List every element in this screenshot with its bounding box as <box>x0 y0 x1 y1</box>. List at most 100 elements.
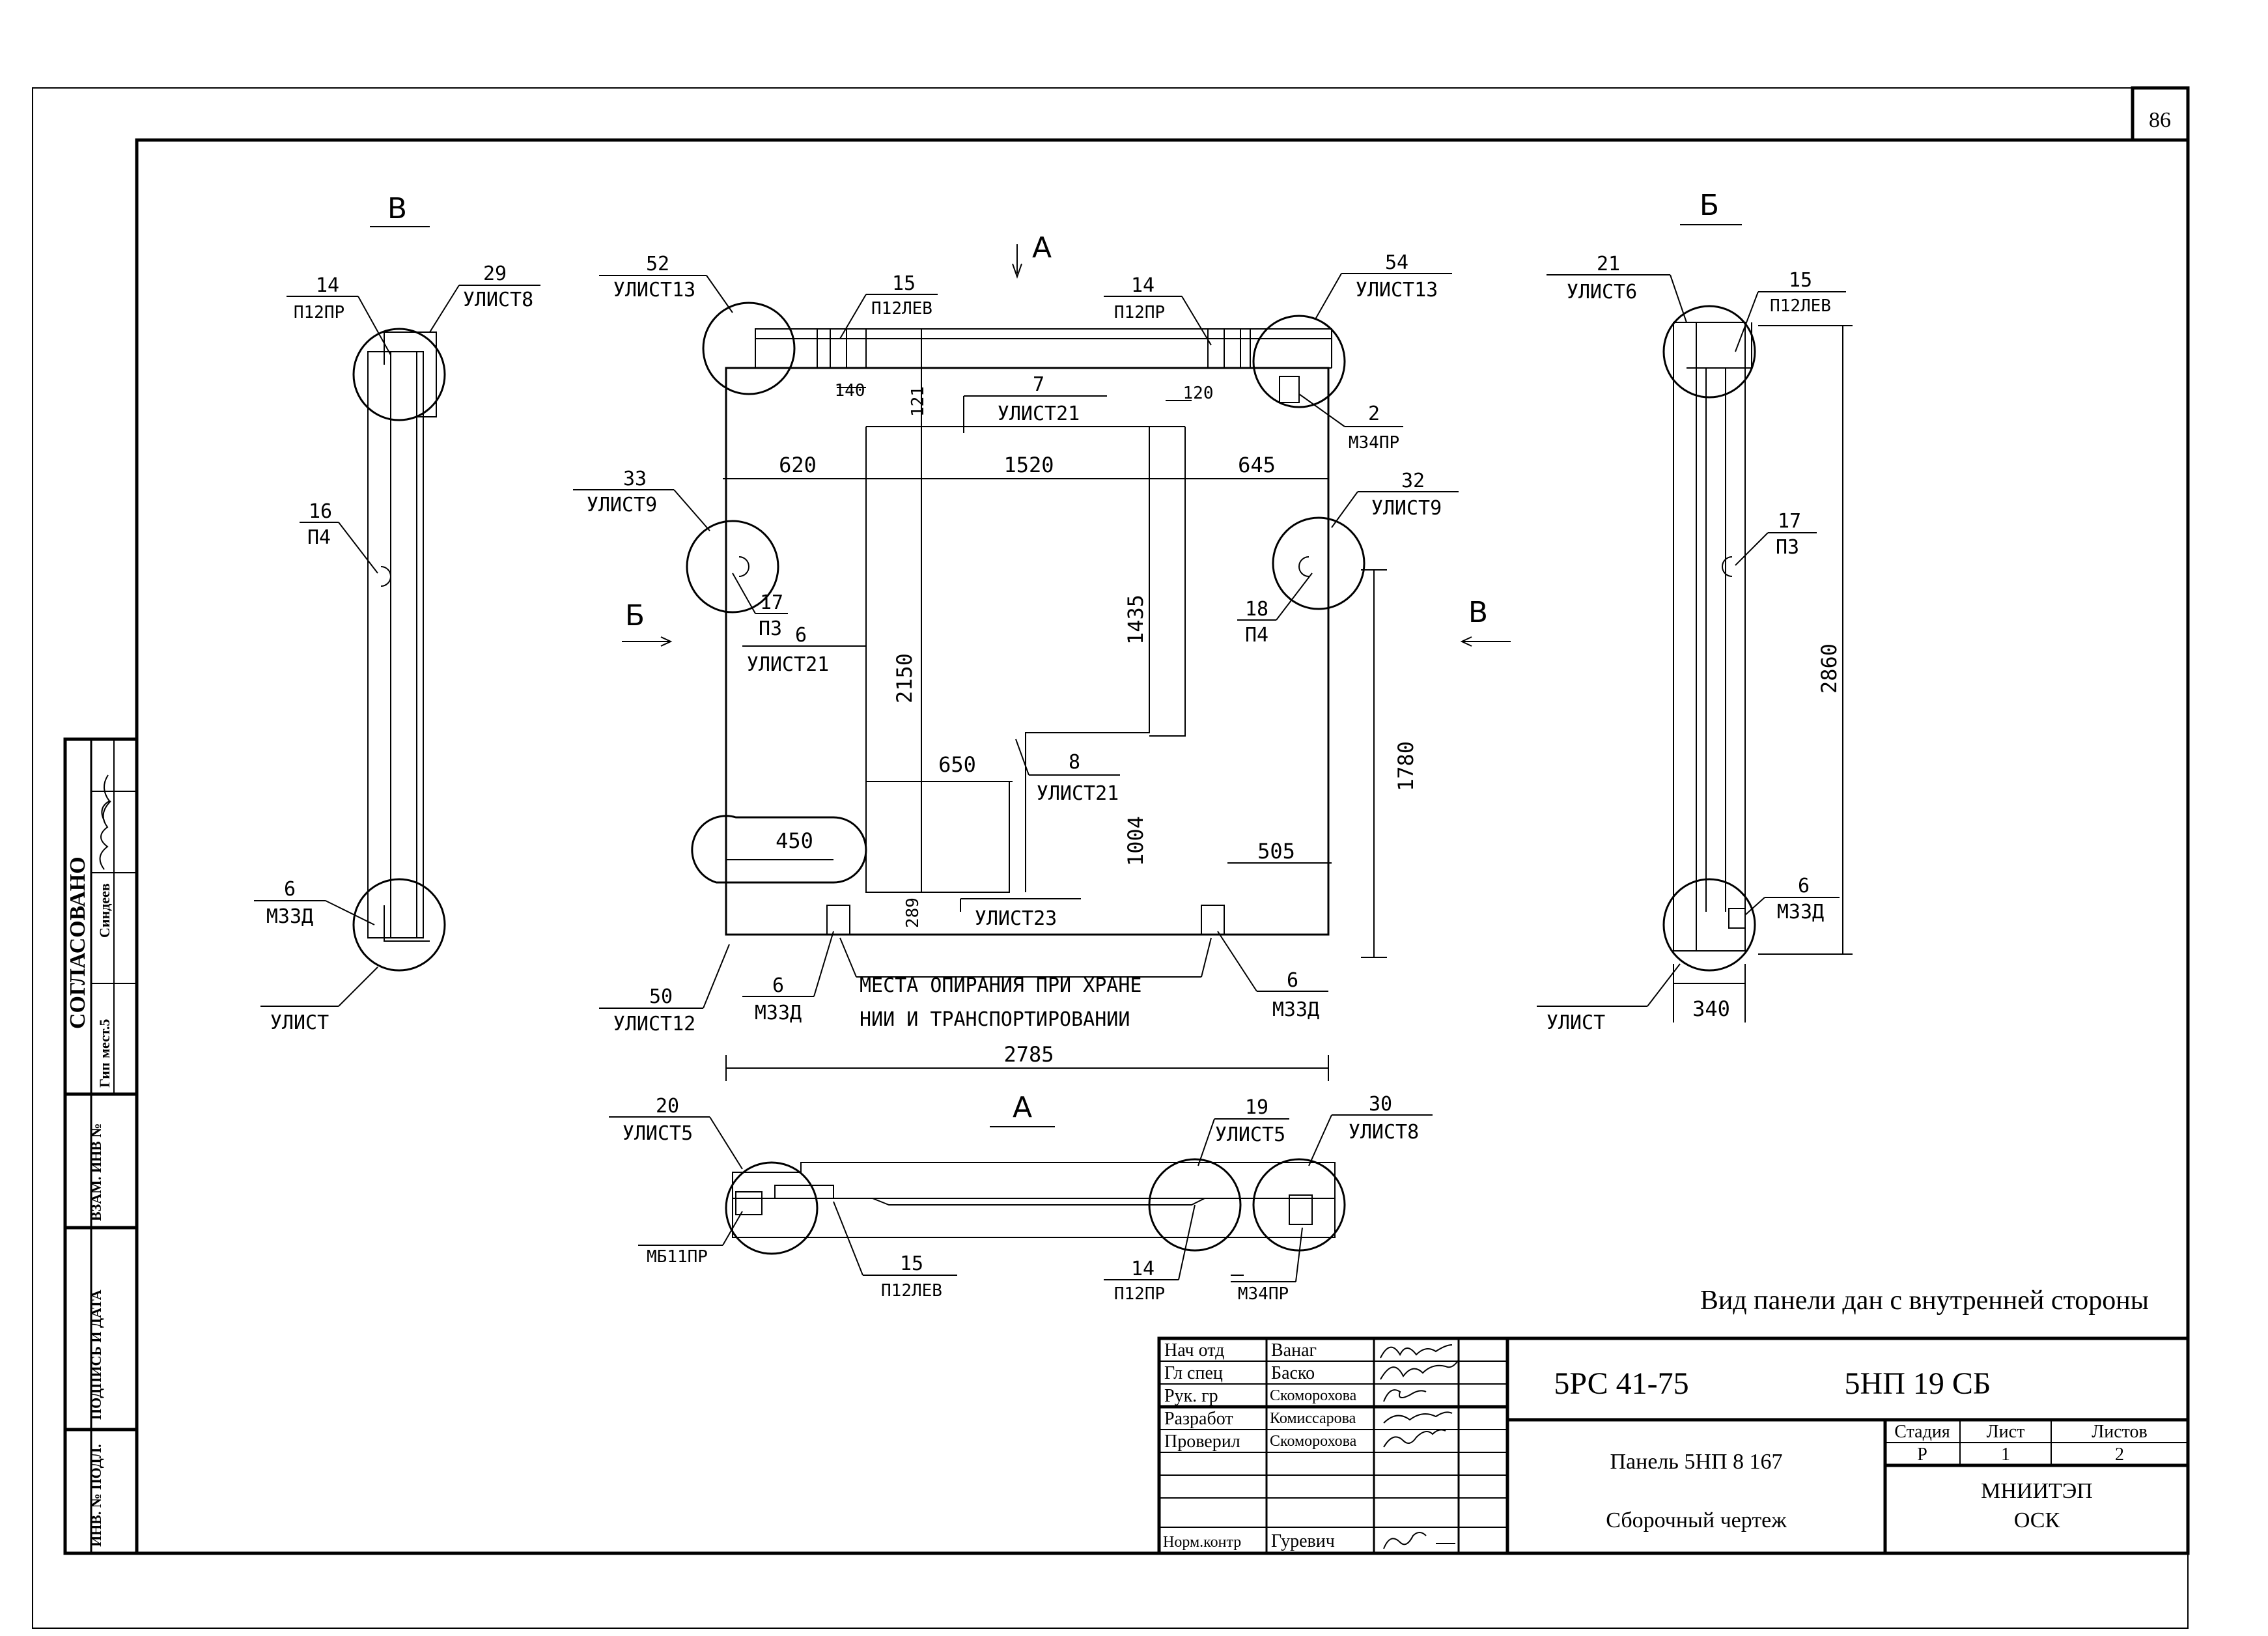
callout-a14-num: 14 <box>1131 1258 1155 1280</box>
inv-no-label: ИНВ. № ПОДЛ. <box>88 1444 104 1547</box>
signature-3 <box>1383 1411 1453 1424</box>
sign-date-label: ПОДПИСЬ И ДАТА <box>88 1290 104 1420</box>
stage-value: Р <box>1917 1445 1927 1465</box>
callout-50-num: 50 <box>649 985 673 1008</box>
callout-a-mb: МБ11ПР <box>647 1247 708 1267</box>
callout-v14-num: 14 <box>316 274 339 297</box>
callout-2-num: 2 <box>1368 402 1380 425</box>
dim-505: 505 <box>1257 839 1295 864</box>
callout-a30-num: 30 <box>1369 1093 1392 1116</box>
callout-v16-ref: П4 <box>307 526 331 549</box>
callout-a-m34: М34ПР <box>1238 1284 1289 1304</box>
support-note-2: НИИ И ТРАНСПОРТИРОВАНИИ <box>860 1008 1130 1031</box>
callout-b6-ref: М33Д <box>1777 901 1824 924</box>
sheet-header: Лист <box>1987 1422 2025 1442</box>
callout-6-num: 6 <box>795 624 807 647</box>
dim-140: 140 <box>835 381 865 401</box>
callout-a30-ref: УЛИСТ8 <box>1349 1121 1419 1144</box>
support-note-1: МЕСТА ОПИРАНИЯ ПРИ ХРАНЕ <box>860 974 1141 997</box>
name-2: Скоморохова <box>1270 1387 1357 1404</box>
callout-7-ref: УЛИСТ21 <box>998 402 1080 425</box>
view-a-title: А <box>1013 1091 1032 1124</box>
callout-a19-num: 19 <box>1245 1096 1268 1119</box>
signature-4 <box>1383 1429 1446 1448</box>
callout-17-ref: П3 <box>759 617 782 640</box>
callout-a14-ref: П12ПР <box>1114 1284 1165 1304</box>
callout-52-ref: УЛИСТ13 <box>613 279 695 302</box>
callout-2-ref: М34ПР <box>1349 433 1399 453</box>
callout-6c-num: 6 <box>1287 969 1298 992</box>
callout-b-ulist: УЛИСТ <box>1547 1011 1605 1034</box>
callout-8-num: 8 <box>1069 751 1080 774</box>
name-4: Скоморохова <box>1270 1433 1357 1450</box>
role-1: Гл спец <box>1164 1363 1223 1383</box>
view-b: Б 2860 340 21 УЛИСТ6 15 П12ЛЕВ 17 П3 6 М… <box>1537 189 1853 1034</box>
callout-v29-num: 29 <box>483 262 507 285</box>
agreed-label: СОГЛАСОВАНО <box>66 856 90 1029</box>
callout-6c-ref: М33Д <box>1272 998 1319 1021</box>
callout-a20-num: 20 <box>656 1095 679 1118</box>
callout-32-num: 32 <box>1401 470 1425 492</box>
dim-1520: 1520 <box>1003 453 1054 477</box>
view-v: В 14 14 П12ПР 29 УЛИСТ8 16 П4 6 М33Д УЛИ… <box>254 192 540 1034</box>
view-v-title: В <box>387 192 407 225</box>
dim-620: 620 <box>779 453 817 477</box>
name-3: Комиссарова <box>1270 1410 1356 1427</box>
inner-frame <box>135 138 2190 1555</box>
callout-18-num: 18 <box>1245 598 1268 621</box>
signature-1 <box>1380 1359 1459 1380</box>
dim-645: 645 <box>1238 453 1276 477</box>
signature-2 <box>1383 1389 1427 1402</box>
sheet-value: 1 <box>2001 1445 2010 1465</box>
callout-50-ref: УЛИСТ12 <box>613 1013 695 1036</box>
stamp-col3: Синдеев <box>96 883 113 938</box>
role-4: Проверил <box>1164 1432 1240 1452</box>
main-view: А 140 1 <box>573 231 1511 1081</box>
callout-14-ref: П12ПР <box>1114 303 1165 322</box>
callout-8-ref: УЛИСТ21 <box>1037 782 1119 805</box>
callout-17-num: 17 <box>760 591 783 614</box>
role-2: Рук. гр <box>1164 1386 1218 1406</box>
callout-b17-ref: П3 <box>1776 536 1799 559</box>
callout-23-ref: УЛИСТ23 <box>975 907 1057 930</box>
callout-54-ref: УЛИСТ13 <box>1356 279 1438 302</box>
name-6: Гуревич <box>1271 1531 1335 1551</box>
sheet-number-box <box>2131 86 2190 142</box>
dim-120: 120 <box>1183 384 1214 403</box>
callout-v-ulist: УЛИСТ <box>270 1011 329 1034</box>
stamp-col1: Гип <box>96 1062 113 1088</box>
sheets-value: 2 <box>2115 1445 2124 1465</box>
callout-b15-ref: П12ЛЕВ <box>1770 296 1831 316</box>
view-b-title: Б <box>1700 189 1719 222</box>
role-6: Норм.контр <box>1163 1534 1241 1551</box>
sheets-header: Листов <box>2092 1422 2148 1442</box>
doc-type: Сборочный чертеж <box>1606 1508 1787 1532</box>
callout-18-ref: П4 <box>1245 624 1268 647</box>
name-1: Баско <box>1271 1363 1315 1383</box>
doc-code: 5РС 41-75 <box>1554 1366 1688 1401</box>
doc-mark: 5НП 19 СБ <box>1845 1366 1991 1401</box>
callout-v6-ref: М33Д <box>266 905 313 928</box>
callout-b17-num: 17 <box>1778 510 1801 533</box>
dim-289: 289 <box>903 897 923 928</box>
stamp-signature <box>99 800 111 870</box>
panel-title: Панель 5НП 8 167 <box>1610 1450 1782 1474</box>
section-arrow-b: Б <box>625 599 645 632</box>
role-0: Нач отд <box>1164 1340 1224 1361</box>
dim-2150: 2150 <box>892 653 917 703</box>
dim-340: 340 <box>1692 996 1730 1021</box>
callout-b21-num: 21 <box>1597 253 1620 275</box>
view-a: А 20 УЛИСТ5 19 УЛИСТ5 30 УЛИСТ8 МБ11ПР 1… <box>609 1091 1433 1304</box>
callout-v6-num: 6 <box>284 878 296 901</box>
org-name-1: МНИИТЭП <box>1981 1479 2093 1503</box>
vzam-label: ВЗАМ. ИНВ № <box>88 1123 104 1221</box>
callout-32-ref: УЛИСТ9 <box>1371 497 1442 520</box>
callout-7-num: 7 <box>1033 373 1044 396</box>
dim-121: 121 <box>908 386 928 417</box>
signature-0 <box>1380 1344 1453 1359</box>
callout-b6-num: 6 <box>1798 875 1810 897</box>
callout-33-num: 33 <box>623 468 647 490</box>
stamp-signature-2 <box>101 774 111 821</box>
callout-a15-num: 15 <box>900 1252 923 1275</box>
dim-1004: 1004 <box>1123 816 1148 866</box>
